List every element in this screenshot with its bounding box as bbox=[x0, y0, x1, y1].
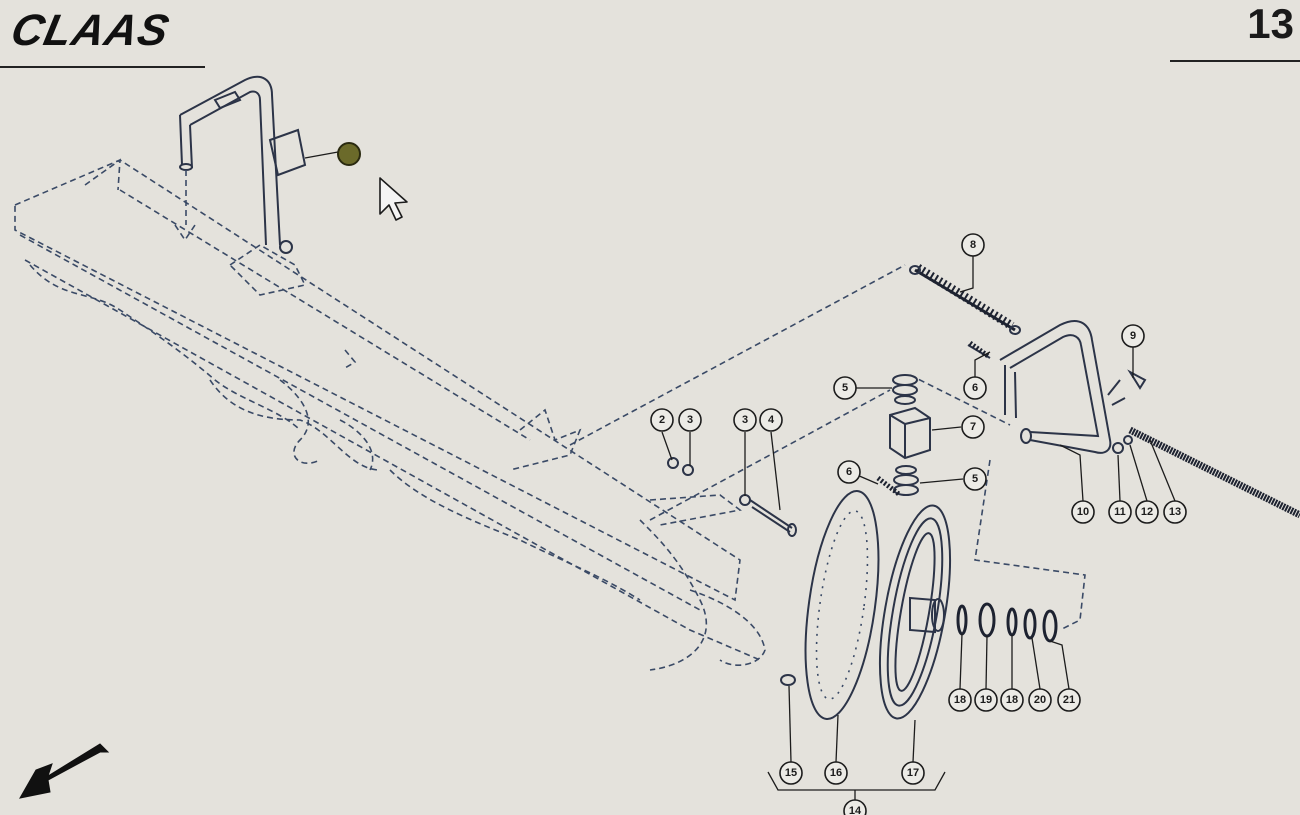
callout-2[interactable]: 2 bbox=[650, 408, 674, 432]
arrow-down-left-icon[interactable] bbox=[19, 743, 110, 799]
svg-text:5: 5 bbox=[842, 382, 848, 394]
callout-13[interactable]: 13 bbox=[1163, 500, 1187, 524]
callout-18-right[interactable]: 18 bbox=[1000, 688, 1024, 712]
leader-lines bbox=[661, 256, 1176, 800]
pin-15 bbox=[780, 674, 796, 686]
rod-part bbox=[1112, 426, 1300, 519]
svg-text:14: 14 bbox=[849, 805, 862, 815]
svg-text:13: 13 bbox=[1169, 506, 1181, 518]
svg-text:18: 18 bbox=[954, 694, 966, 706]
page-number: 13 bbox=[1247, 0, 1294, 47]
svg-text:20: 20 bbox=[1034, 694, 1046, 706]
bolt-parts bbox=[667, 457, 797, 537]
callout-4[interactable]: 4 bbox=[759, 408, 783, 432]
guide-line bbox=[974, 459, 1086, 631]
svg-text:21: 21 bbox=[1063, 694, 1075, 706]
callout-19[interactable]: 19 bbox=[974, 688, 998, 712]
mouse-pointer-icon bbox=[379, 177, 408, 221]
svg-text:6: 6 bbox=[846, 466, 852, 478]
svg-text:11: 11 bbox=[1114, 506, 1126, 518]
guide-line bbox=[649, 389, 891, 521]
callout-16[interactable]: 16 bbox=[824, 761, 848, 785]
svg-text:6: 6 bbox=[972, 382, 978, 394]
page-number-underline bbox=[1170, 60, 1300, 62]
callout-10[interactable]: 10 bbox=[1071, 500, 1095, 524]
callout-9[interactable]: 9 bbox=[1121, 324, 1145, 348]
callout-5-upper[interactable]: 5 bbox=[833, 376, 857, 400]
callout-6-lower[interactable]: 6 bbox=[837, 460, 861, 484]
callout-12[interactable]: 12 bbox=[1135, 500, 1159, 524]
callout-18-left[interactable]: 18 bbox=[948, 688, 972, 712]
svg-text:9: 9 bbox=[1130, 330, 1136, 342]
callout-6-upper[interactable]: 6 bbox=[963, 376, 987, 400]
svg-text:15: 15 bbox=[785, 767, 797, 779]
svg-text:2: 2 bbox=[659, 414, 665, 426]
spring-part bbox=[909, 264, 1021, 335]
svg-text:17: 17 bbox=[907, 767, 919, 779]
upper-tine-assembly bbox=[179, 75, 339, 254]
callout-8[interactable]: 8 bbox=[961, 233, 985, 257]
callout-14[interactable]: 14 bbox=[843, 799, 867, 815]
boom-outline bbox=[14, 158, 766, 671]
guide-line bbox=[119, 189, 531, 441]
callout-21[interactable]: 21 bbox=[1057, 688, 1081, 712]
svg-text:5: 5 bbox=[972, 473, 978, 485]
callout-7[interactable]: 7 bbox=[961, 415, 985, 439]
svg-text:8: 8 bbox=[970, 239, 976, 251]
svg-text:7: 7 bbox=[970, 421, 976, 433]
ring-parts bbox=[956, 602, 1058, 643]
callout-15[interactable]: 15 bbox=[779, 761, 803, 785]
callout-20[interactable]: 20 bbox=[1028, 688, 1052, 712]
callout-3-right[interactable]: 3 bbox=[733, 408, 757, 432]
logo-underline bbox=[0, 66, 205, 68]
svg-text:4: 4 bbox=[768, 414, 775, 426]
svg-text:3: 3 bbox=[742, 414, 748, 426]
guide-line bbox=[909, 374, 1011, 426]
callout-11[interactable]: 11 bbox=[1108, 500, 1132, 524]
callout-3-left[interactable]: 3 bbox=[678, 408, 702, 432]
guide-line bbox=[569, 264, 906, 446]
svg-text:10: 10 bbox=[1077, 506, 1089, 518]
bearing-block bbox=[876, 374, 931, 497]
svg-text:18: 18 bbox=[1006, 694, 1018, 706]
disc-16 bbox=[804, 490, 880, 720]
svg-text:19: 19 bbox=[980, 694, 992, 706]
svg-text:12: 12 bbox=[1141, 506, 1153, 518]
svg-text:16: 16 bbox=[830, 767, 842, 779]
callout-17[interactable]: 17 bbox=[901, 761, 925, 785]
highlight-callout-dot[interactable] bbox=[337, 142, 361, 166]
callout-5-lower[interactable]: 5 bbox=[963, 467, 987, 491]
svg-text:3: 3 bbox=[687, 414, 693, 426]
disc-17 bbox=[879, 504, 951, 720]
right-tine-assembly bbox=[967, 320, 1147, 454]
